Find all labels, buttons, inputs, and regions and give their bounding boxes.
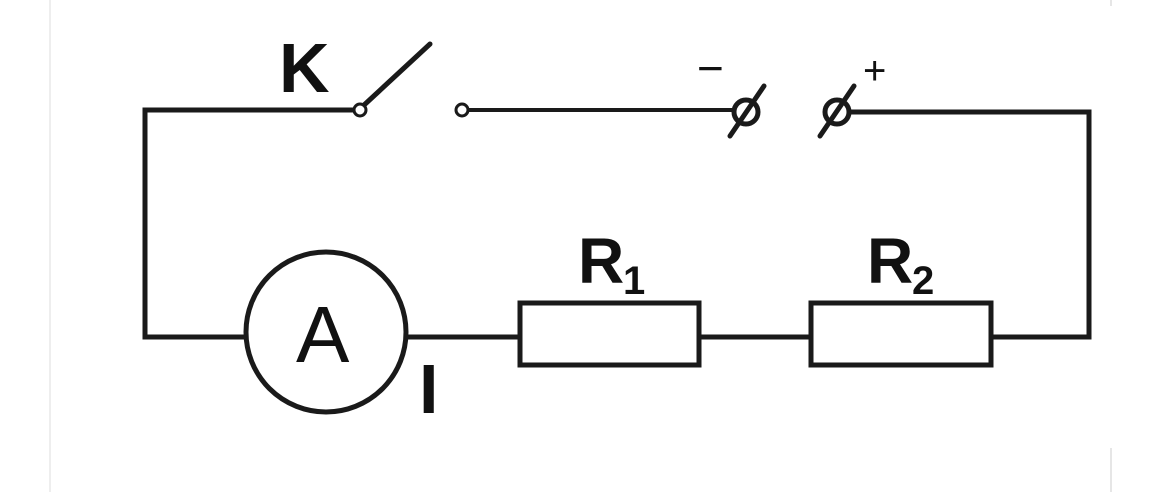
positive-terminal — [817, 83, 857, 139]
resistor-r1 — [517, 300, 702, 368]
frame-border-right-bottom — [1110, 448, 1112, 492]
r1-label-main: R — [578, 225, 624, 297]
current-label: I — [419, 350, 438, 428]
switch-label: K — [279, 29, 330, 107]
frame-border-right-top — [1110, 0, 1112, 6]
negative-terminal — [727, 83, 767, 139]
wire-right-loop — [850, 109, 1092, 340]
frame-border-left — [49, 0, 51, 492]
ammeter-label: A — [296, 290, 350, 379]
switch-blade — [360, 41, 433, 109]
positive-terminal-label: + — [863, 49, 886, 93]
r1-label-subscript: 1 — [623, 259, 645, 303]
r2-label-main: R — [867, 225, 913, 297]
wire-left-loop — [142, 107, 361, 340]
switch-pivot-contact — [352, 102, 368, 118]
switch-open-contact — [454, 102, 470, 118]
negative-terminal-label: − — [697, 42, 724, 94]
r2-label-subscript: 2 — [912, 259, 934, 303]
resistor-r2 — [808, 300, 994, 368]
ammeter-circle — [243, 249, 409, 415]
